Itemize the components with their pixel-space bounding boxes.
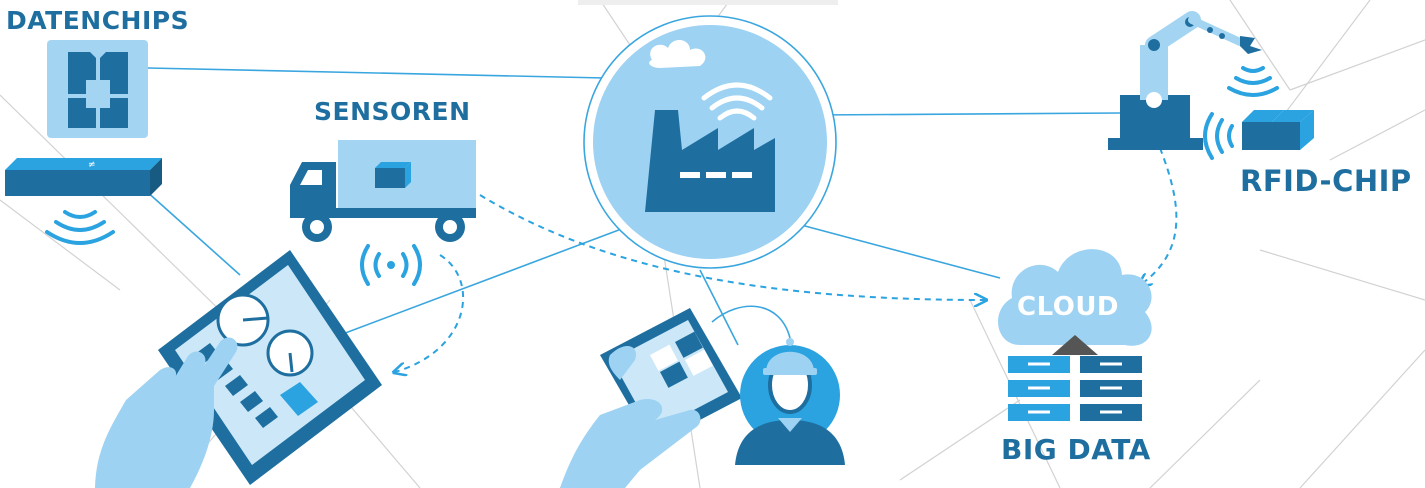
cloud-icon <box>998 249 1152 346</box>
hand-icon <box>95 337 238 488</box>
broadcast-icon <box>360 244 422 286</box>
label-big-data: BIG DATA <box>1001 433 1151 466</box>
connector-lines <box>144 67 1121 346</box>
label-cloud: CLOUD <box>1017 292 1120 322</box>
robot-wifi-icon <box>1227 66 1279 97</box>
phone-hand-icon <box>560 345 701 488</box>
truck-icon <box>290 140 476 242</box>
label-rfid-chip: RFID-CHIP <box>1240 164 1412 198</box>
top-panel-strip <box>578 0 838 5</box>
rfid-chip-icon <box>1203 110 1314 160</box>
factory-icon <box>583 15 837 269</box>
svg-text:≠: ≠ <box>88 160 96 170</box>
robot-arm-icon <box>1108 11 1262 150</box>
label-datenchips: DATENCHIPS <box>6 6 190 35</box>
dashed-arrows <box>395 147 1178 372</box>
server-icon <box>1008 335 1142 421</box>
phone-to-worker-line <box>711 305 791 339</box>
wifi-waves-icon <box>45 210 115 245</box>
tablet-icon <box>158 250 382 485</box>
label-sensoren: SENSOREN <box>314 97 471 126</box>
sensor-device-icon: ≠ <box>5 158 162 196</box>
chip-icon <box>47 40 148 138</box>
worker-icon <box>735 338 845 465</box>
